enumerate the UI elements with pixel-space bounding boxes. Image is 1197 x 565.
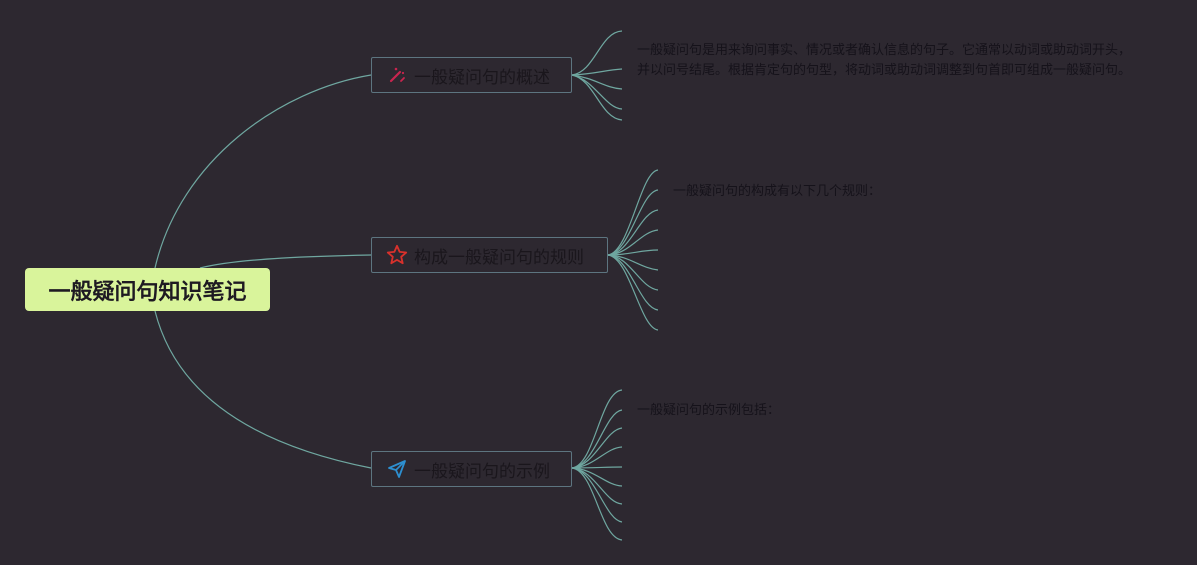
- topic-rules-label: 构成一般疑问句的规则: [414, 247, 584, 268]
- paper-plane-icon: [386, 458, 408, 480]
- star-icon: [386, 244, 408, 266]
- fan-1-c: [571, 74, 623, 90]
- topic-examples[interactable]: 一般疑问句的示例: [371, 451, 572, 487]
- note-rules: 一般疑问句的构成有以下几个规则：: [673, 184, 882, 199]
- link-root-topic-2: [199, 254, 372, 269]
- fan-2-e: [607, 249, 659, 256]
- root-topic-label: 一般疑问句知识笔记: [48, 279, 247, 305]
- topic-rules[interactable]: 构成一般疑问句的规则: [371, 237, 608, 273]
- note-examples: 一般疑问句的示例包括：: [637, 403, 781, 418]
- fan-3-g: [571, 467, 623, 505]
- fan-2-d: [607, 229, 659, 256]
- link-root-topic-1: [154, 74, 372, 269]
- fan-2-i: [607, 254, 659, 331]
- fan-1-a: [571, 30, 623, 76]
- fan-3-i: [571, 467, 623, 541]
- fan-3-a: [571, 389, 623, 469]
- fan-2-g: [607, 254, 659, 291]
- fan-2-h: [607, 254, 659, 311]
- fan-3-d: [571, 446, 623, 469]
- fan-2-a: [607, 169, 659, 256]
- topic-overview-label: 一般疑问句的概述: [414, 67, 550, 88]
- fan-1-d: [571, 74, 623, 110]
- fan-1-e: [571, 74, 623, 121]
- link-root-topic-3: [154, 310, 372, 469]
- root-topic[interactable]: 一般疑问句知识笔记: [25, 268, 270, 311]
- fan-2-b: [607, 189, 659, 256]
- fan-3-c: [571, 427, 623, 469]
- magic-wand-icon: [386, 64, 408, 86]
- fan-3-h: [571, 467, 623, 523]
- topic-overview[interactable]: 一般疑问句的概述: [371, 57, 572, 93]
- note-overview: 一般疑问句是用来询问事实、情况或者确认信息的句子。它通常以动词或助动词开头，并以…: [637, 43, 1132, 78]
- topic-examples-label: 一般疑问句的示例: [414, 461, 550, 482]
- fan-1-b: [571, 68, 623, 76]
